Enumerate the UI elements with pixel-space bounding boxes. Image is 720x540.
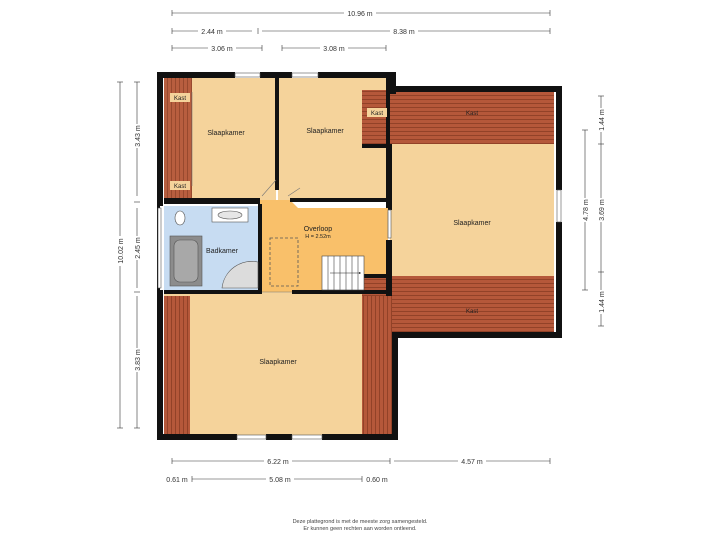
- dim-top-mid-b: 3.08 m: [323, 46, 345, 53]
- roof-slope-bottom-left: [164, 296, 190, 436]
- room-label-bedroom-top-middle: Slaapkamer: [306, 128, 344, 135]
- dim-top-left-b: 3.06 m: [211, 46, 233, 53]
- landing-height: H = 2.52m: [305, 234, 331, 240]
- room-label-bedroom-right: Slaapkamer: [453, 220, 491, 227]
- roof-slope-right-top: [362, 90, 554, 144]
- roof-slope-bottom-right: [362, 296, 392, 436]
- staircase: [321, 255, 365, 291]
- room-label-bathroom: Badkamer: [206, 248, 239, 255]
- dim-left-c: 3.83 m: [135, 349, 142, 371]
- dim-bottom-left: 6.22 m: [267, 459, 289, 466]
- bedroom-bottom-floor: [164, 292, 392, 436]
- dim-top-left-a: 2.44 m: [201, 29, 223, 36]
- toilet: [174, 210, 186, 226]
- windows: [157, 72, 562, 440]
- doors: [191, 92, 389, 293]
- dim-left-total: 10.02 m: [118, 238, 125, 263]
- dim-right-outer: 4.78 m: [583, 199, 590, 221]
- kast-label-1: Kast: [174, 96, 186, 102]
- disclaimer-line-2: Er kunnen geen rechten aan worden ontlee…: [303, 526, 417, 532]
- dim-top-right-a: 8.38 m: [393, 29, 415, 36]
- disclaimer-line-1: Deze plattegrond is met de meeste zorg s…: [292, 519, 428, 525]
- dim-right-bottom: 1.44 m: [599, 291, 606, 313]
- room-label-bedroom-top-left: Slaapkamer: [207, 130, 245, 137]
- kast-label-2: Kast: [174, 184, 186, 190]
- dim-left-b: 2.45 m: [135, 237, 142, 259]
- room-label-landing: Overloop: [304, 226, 333, 233]
- dim-right-mid: 3.69 m: [599, 199, 606, 221]
- kast-label-4: Kast: [466, 111, 478, 117]
- dim-top-total: 10.96 m: [347, 11, 372, 18]
- shower: [221, 261, 259, 289]
- dim-bottom-mid: 5.08 m: [269, 477, 291, 484]
- bathroom-fixtures: [169, 207, 259, 289]
- dim-right-top: 1.44 m: [599, 109, 606, 131]
- roof-slope-right-bottom: [362, 276, 554, 332]
- walls: [157, 72, 562, 440]
- dim-bottom-small-left: 0.61 m: [166, 477, 188, 484]
- dim-bottom-right: 4.57 m: [461, 459, 483, 466]
- dim-bottom-small-right: 0.60 m: [366, 477, 388, 484]
- kast-label-5: Kast: [466, 309, 478, 315]
- dim-left-a: 3.43 m: [135, 125, 142, 147]
- attic-hatch: [269, 237, 299, 287]
- room-label-bedroom-bottom: Slaapkamer: [259, 359, 297, 366]
- kast-label-3: Kast: [371, 111, 383, 117]
